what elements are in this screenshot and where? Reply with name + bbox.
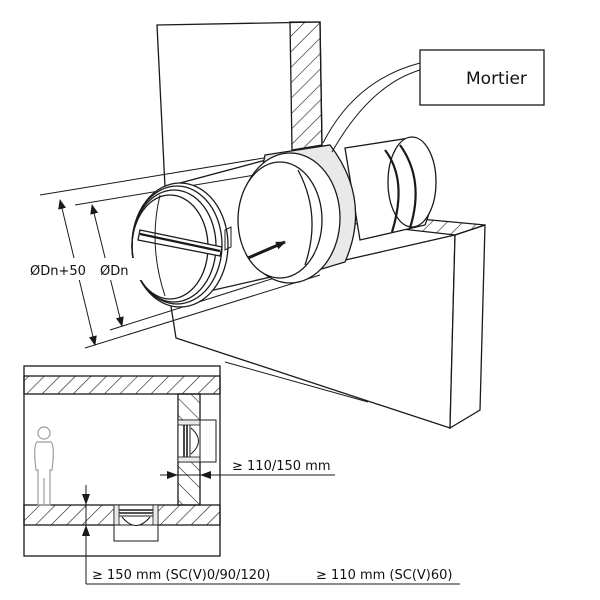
section-leader-line (224, 361, 369, 403)
ceiling-slab (23, 375, 221, 395)
floor-damper-section (113, 504, 159, 542)
callout-leader-1 (322, 62, 421, 144)
inner-diameter-label: ØDn (100, 264, 128, 279)
floor-thickness-label-a: ≥ 150 mm (SC(V)0/90/120) (92, 568, 270, 583)
insertion-arrow (247, 240, 286, 260)
floor-thickness-label-b: ≥ 110 mm (SC(V)60) (316, 568, 452, 583)
floor-thickness-arrow-top (82, 494, 90, 505)
wall-lower-side (449, 224, 486, 430)
wall-3d-view: Mortier ØDn+50 ØDn (28, 21, 545, 430)
callout-label: Mortier (466, 69, 527, 89)
callout-box (419, 49, 545, 106)
fire-damper (131, 182, 232, 308)
dimension-guide-outer-bottom (84, 274, 321, 349)
wall-thickness-arrow-right (200, 471, 211, 479)
dimension-guide-outer-top (39, 151, 301, 196)
wall-thickness-label: ≥ 110/150 mm (232, 459, 331, 474)
person-icon (34, 426, 54, 506)
outer-diameter-label: ØDn+50 (30, 264, 86, 279)
callout-leader-2 (331, 69, 421, 153)
wall-damper-section (177, 419, 217, 463)
wall-upper-section-hatch (289, 21, 323, 151)
dimension-guide-inner-bottom (109, 269, 301, 331)
section-view: ≥ 110/150 mm ≥ 150 mm (SC(V)0/90/120) ≥ … (23, 365, 460, 585)
floor-thickness-arrow-bottom (82, 525, 90, 536)
wall-thickness-arrow-left (167, 471, 178, 479)
